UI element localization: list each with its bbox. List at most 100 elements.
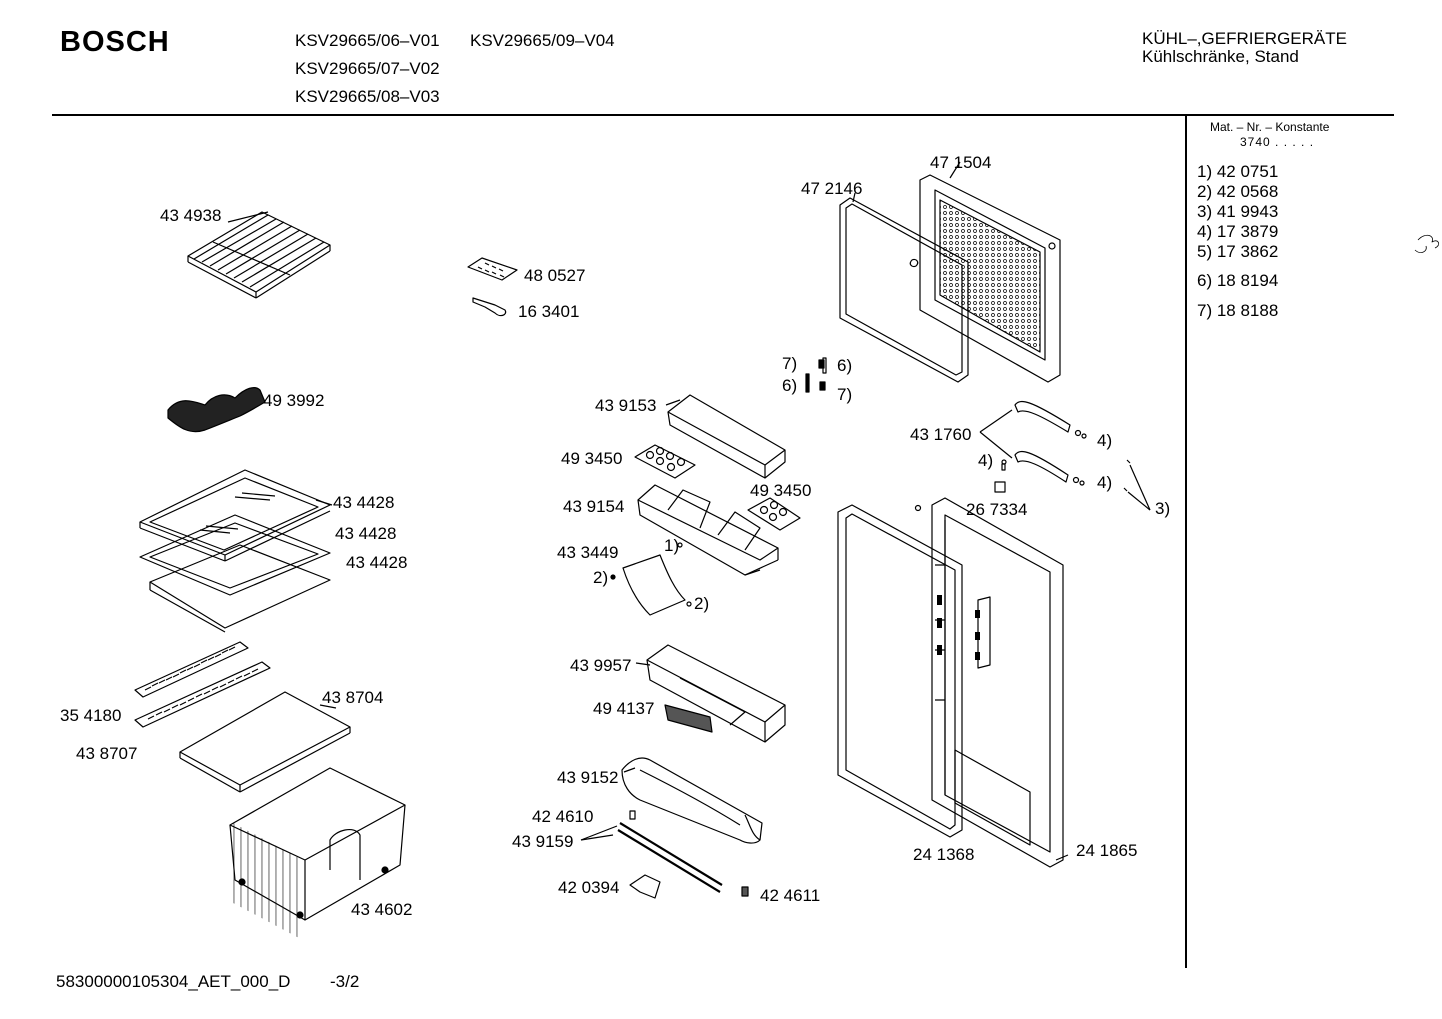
part-label: 49 3450 [750,481,812,500]
category-subtitle: Kühlschränke, Stand [1142,47,1299,66]
callout-label: 2) [593,568,609,587]
part-label: 24 1368 [913,845,975,864]
legend-item: 6) 18 8194 [1197,271,1279,290]
callout-label: 4) [1097,473,1113,492]
part-label: 42 0394 [558,878,620,897]
label-strip-part [665,705,712,732]
callout-label: 6) [837,356,853,375]
leader-line [1056,855,1068,860]
egg-tray-part [635,445,695,478]
part-label: 26 7334 [966,500,1028,519]
legend-item: 3) 41 9943 [1197,202,1279,221]
leader-line [320,705,336,708]
callout-label: 4) [1097,431,1113,450]
door-shelf-part [647,645,785,742]
part-label: 43 9152 [557,768,619,787]
legend-constant: 3740 . . . . . [1240,135,1315,149]
freezer-door-part [920,162,1060,382]
wire-rack-part [188,212,330,298]
document-code: 58300000105304_AET_000_D [56,972,291,991]
fridge-gasket-part [838,505,962,837]
bottle-holder-part [168,388,265,432]
screw-part [916,506,921,511]
leader-line [624,768,635,772]
leader-line [228,212,268,222]
leader-line [1130,465,1150,510]
leader-line [581,826,617,840]
legend-divider [1185,116,1187,968]
slider-strip-part [135,642,270,727]
part-label: 43 3449 [557,543,619,562]
leader-line [666,400,680,405]
end-cap-part [630,875,660,898]
brand-logo: BOSCH [60,26,170,58]
callout-label: 7) [782,354,798,373]
legend-item: 2) 42 0568 [1197,182,1279,201]
part-label: 43 4428 [346,553,408,572]
hinge-pin-part [806,358,826,392]
leader-line [980,432,1012,458]
shelf-flap-part [611,543,691,615]
end-cap-part [742,887,748,896]
part-label: 43 8707 [76,744,138,763]
part-label: 43 9154 [563,497,625,516]
freezer-gasket-part [840,198,968,382]
leader-line [980,410,1012,432]
part-label: 42 4611 [760,886,821,905]
fridge-door-part [932,498,1063,867]
ice-scraper-part [473,298,506,316]
part-label: 35 4180 [60,706,122,725]
margin-mark [1415,235,1439,252]
part-label: 43 4428 [335,524,397,543]
page-number: -3/2 [330,972,360,991]
egg-tray-part [748,498,800,530]
leader-line [1128,492,1150,510]
legend-item: 1) 42 0751 [1197,162,1279,181]
part-label: 42 4610 [532,807,594,826]
part-label: 43 4938 [160,206,222,225]
callout-label: 6) [782,376,798,395]
model-number: KSV29665/07–V02 [295,59,440,78]
callout-label: 2) [694,594,710,613]
part-label: 48 0527 [524,266,586,285]
part-label: 43 4602 [351,900,413,919]
handle-cover-part [1124,460,1130,491]
part-label: 24 1865 [1076,841,1138,860]
callout-label: 7) [837,385,853,404]
part-label: 47 1504 [930,153,992,172]
ice-tray-part [468,258,517,280]
callout-label: 4) [978,451,994,470]
clip-part [630,811,635,819]
part-label: 43 4428 [333,493,395,512]
crisper-cover-part [180,692,350,792]
glass-shelf-part [140,470,330,632]
legend-item: 5) 17 3862 [1197,242,1279,261]
part-label: 49 4137 [593,699,655,718]
model-number: KSV29665/08–V03 [295,87,440,106]
part-label: 16 3401 [518,302,580,321]
part-label: 43 9159 [512,832,574,851]
model-number: KSV29665/06–V01 [295,31,440,50]
crisper-drawer-part [230,768,405,940]
legend-item: 4) 17 3879 [1197,222,1279,241]
part-label: 43 1760 [910,425,972,444]
leader-line [636,663,650,665]
door-shelf-part [668,395,785,478]
callout-label: 3) [1155,499,1171,518]
door-stop-part [995,482,1005,492]
part-label: 49 3450 [561,449,623,468]
category-title: KÜHL–,GEFRIERGERÄTE [1142,29,1347,48]
callout-label: 1) [664,536,680,555]
rail-part [618,823,722,892]
part-label: 43 9153 [595,396,657,415]
legend-item: 7) 18 8188 [1197,301,1279,320]
leader-line [853,193,855,202]
leader-line [581,835,613,840]
door-shelf-divided-part [638,485,778,575]
model-number: KSV29665/09–V04 [470,31,615,50]
leader-line [316,500,332,505]
legend-heading: Mat. – Nr. – Konstante [1210,120,1330,134]
header-divider [52,114,1394,116]
door-handle-part [1002,402,1086,485]
